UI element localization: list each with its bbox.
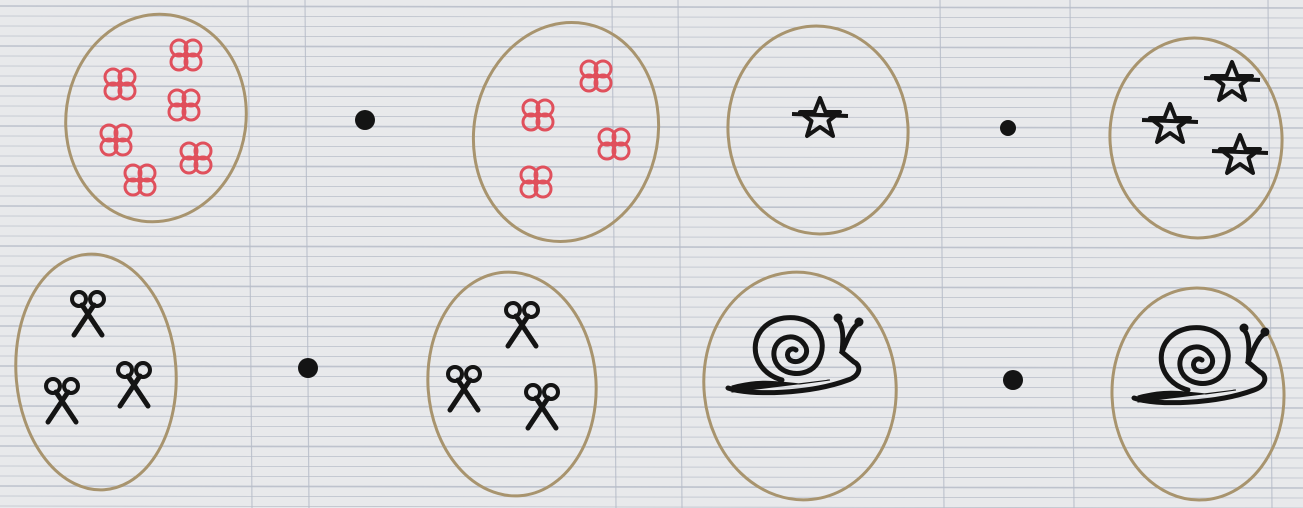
dot-marker <box>298 358 318 378</box>
dot-marker <box>1003 370 1023 390</box>
dot-marker <box>355 110 375 130</box>
dot-marker <box>1000 120 1016 136</box>
